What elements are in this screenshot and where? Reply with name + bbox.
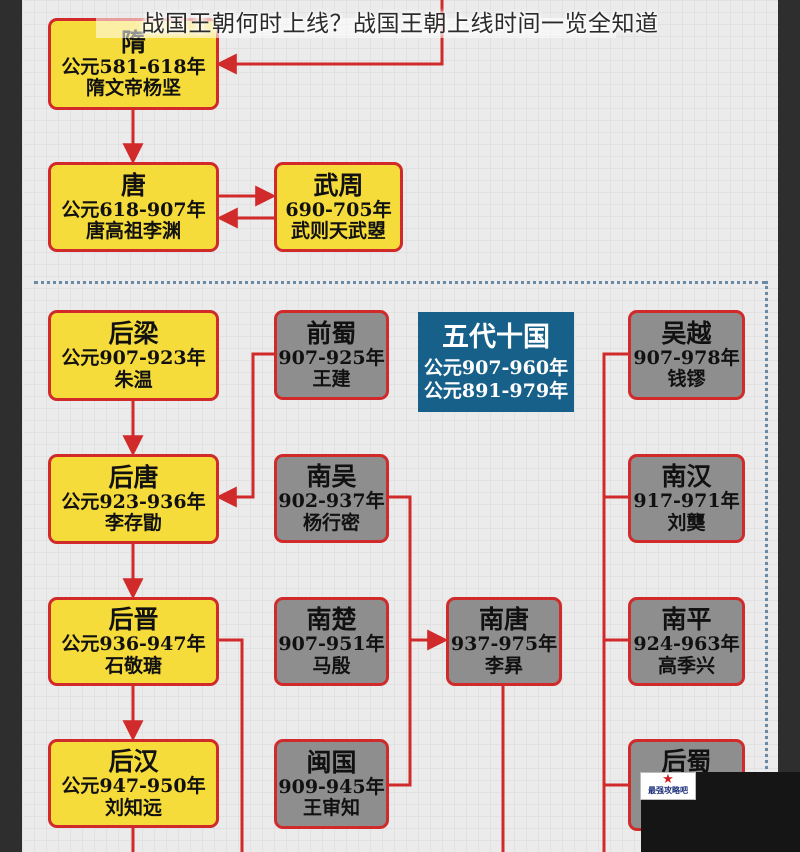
dynasty-box-houtang: 后唐 公元923-936年 李存勖 bbox=[48, 454, 219, 544]
connector-nanwu-nantang bbox=[389, 495, 412, 787]
right-dark-edge bbox=[778, 0, 800, 852]
connector-right-trunk bbox=[602, 352, 628, 852]
dynasty-dates: 公元618-907年 bbox=[61, 198, 206, 221]
dynasty-box-houliang: 后梁 公元907-923年 朱温 bbox=[48, 310, 219, 401]
period-heading: 五代十国 bbox=[442, 321, 550, 353]
kingdom-box-nanping: 南平 924-963年 高季兴 bbox=[628, 597, 745, 686]
page-title: 战国王朝何时上线？战国王朝上线时间一览全知道 bbox=[141, 11, 659, 37]
connector-qianshu-houtang bbox=[215, 352, 276, 508]
watermark-logo: ★ 最强攻略吧 bbox=[640, 772, 696, 800]
kingdom-dates: 907-978年 bbox=[633, 346, 740, 369]
kingdom-box-wuyue: 吴越 907-978年 钱镠 bbox=[628, 310, 745, 400]
kingdom-name: 南吴 bbox=[306, 462, 357, 492]
dynasty-founder: 刘知远 bbox=[104, 796, 162, 819]
kingdom-box-nanhan: 南汉 917-971年 刘龑 bbox=[628, 454, 745, 543]
dynasty-name: 后晋 bbox=[108, 605, 159, 635]
logo-text: 最强攻略吧 bbox=[648, 786, 688, 795]
kingdom-dates: 907-925年 bbox=[278, 346, 385, 369]
kingdom-dates: 937-975年 bbox=[450, 633, 558, 656]
connector-houjin-down bbox=[219, 638, 244, 852]
dynasty-dates: 690-705年 bbox=[285, 198, 392, 221]
kingdom-dates: 917-971年 bbox=[633, 490, 740, 513]
kingdom-name: 南平 bbox=[661, 605, 712, 635]
dynasty-founder: 武则天武曌 bbox=[290, 220, 386, 242]
period-dates-line1: 公元907-960年 bbox=[423, 356, 569, 379]
kingdom-box-minguo: 闽国 909-945年 王审知 bbox=[274, 739, 389, 829]
kingdom-name: 前蜀 bbox=[306, 318, 357, 348]
dynasty-name: 后梁 bbox=[108, 319, 159, 349]
dynasty-dates: 公元947-950年 bbox=[61, 775, 206, 798]
dynasty-box-houjin: 后晋 公元936-947年 石敬瑭 bbox=[48, 597, 219, 686]
dynasty-dates: 公元907-923年 bbox=[61, 347, 206, 370]
kingdom-box-qianshu: 前蜀 907-925年 王建 bbox=[274, 310, 389, 400]
kingdom-dates: 907-951年 bbox=[278, 633, 385, 656]
five-dynasties-header-box: 五代十国 公元907-960年 公元891-979年 bbox=[418, 312, 574, 412]
kingdom-founder: 王建 bbox=[312, 368, 351, 390]
star-icon: ★ bbox=[662, 772, 674, 787]
kingdom-name: 吴越 bbox=[661, 318, 712, 348]
dynasty-founder: 唐高祖李渊 bbox=[85, 220, 181, 242]
title-backdrop bbox=[96, 18, 616, 38]
kingdom-founder: 刘龑 bbox=[667, 511, 706, 534]
kingdom-dates: 924-963年 bbox=[633, 633, 740, 656]
section-divider bbox=[34, 281, 766, 284]
kingdom-name: 后蜀 bbox=[661, 747, 712, 776]
kingdom-box-nanwu: 南吴 902-937年 杨行密 bbox=[274, 454, 389, 543]
grid-paper-background bbox=[22, 0, 778, 852]
dynasty-dates: 公元936-947年 bbox=[61, 633, 206, 656]
kingdom-box-nantang: 南唐 937-975年 李昪 bbox=[446, 597, 562, 686]
kingdom-founder: 高季兴 bbox=[657, 654, 715, 677]
kingdom-founder: 杨行密 bbox=[302, 511, 360, 534]
kingdom-name: 南楚 bbox=[306, 605, 357, 635]
dynasty-founder: 李存勖 bbox=[104, 512, 162, 534]
dynasty-box-tang: 唐 公元618-907年 唐高祖李渊 bbox=[48, 162, 219, 252]
dynasty-name: 武周 bbox=[313, 170, 364, 200]
kingdom-dates: 909-945年 bbox=[278, 775, 385, 798]
dynasty-name: 后唐 bbox=[108, 462, 159, 492]
dynasty-box-wuzhou: 武周 690-705年 武则天武曌 bbox=[274, 162, 403, 252]
left-dark-edge bbox=[0, 0, 22, 852]
kingdom-name: 闽国 bbox=[306, 747, 357, 777]
dynasty-box-houhan: 后汉 公元947-950年 刘知远 bbox=[48, 739, 219, 828]
dynasty-name: 后汉 bbox=[108, 747, 159, 777]
kingdom-name: 南唐 bbox=[478, 605, 529, 635]
kingdom-founder: 钱镠 bbox=[667, 368, 706, 390]
dynasty-founder: 石敬瑭 bbox=[104, 654, 162, 677]
period-dates-line2: 公元891-979年 bbox=[423, 379, 569, 402]
kingdom-founder: 马殷 bbox=[312, 654, 351, 677]
kingdom-name: 南汉 bbox=[661, 462, 712, 492]
dynasty-dates: 公元581-618年 bbox=[61, 55, 206, 78]
kingdom-box-nanchu: 南楚 907-951年 马殷 bbox=[274, 597, 389, 686]
kingdom-founder: 李昪 bbox=[484, 654, 523, 677]
kingdom-dates: 902-937年 bbox=[278, 490, 385, 513]
dynasty-name: 唐 bbox=[120, 170, 146, 200]
dynasty-founder: 朱温 bbox=[114, 368, 153, 391]
dynasty-founder: 隋文帝杨坚 bbox=[85, 77, 181, 99]
dynasty-dates: 公元923-936年 bbox=[61, 490, 206, 513]
section-divider-right bbox=[765, 281, 768, 852]
kingdom-founder: 王审知 bbox=[302, 797, 360, 819]
